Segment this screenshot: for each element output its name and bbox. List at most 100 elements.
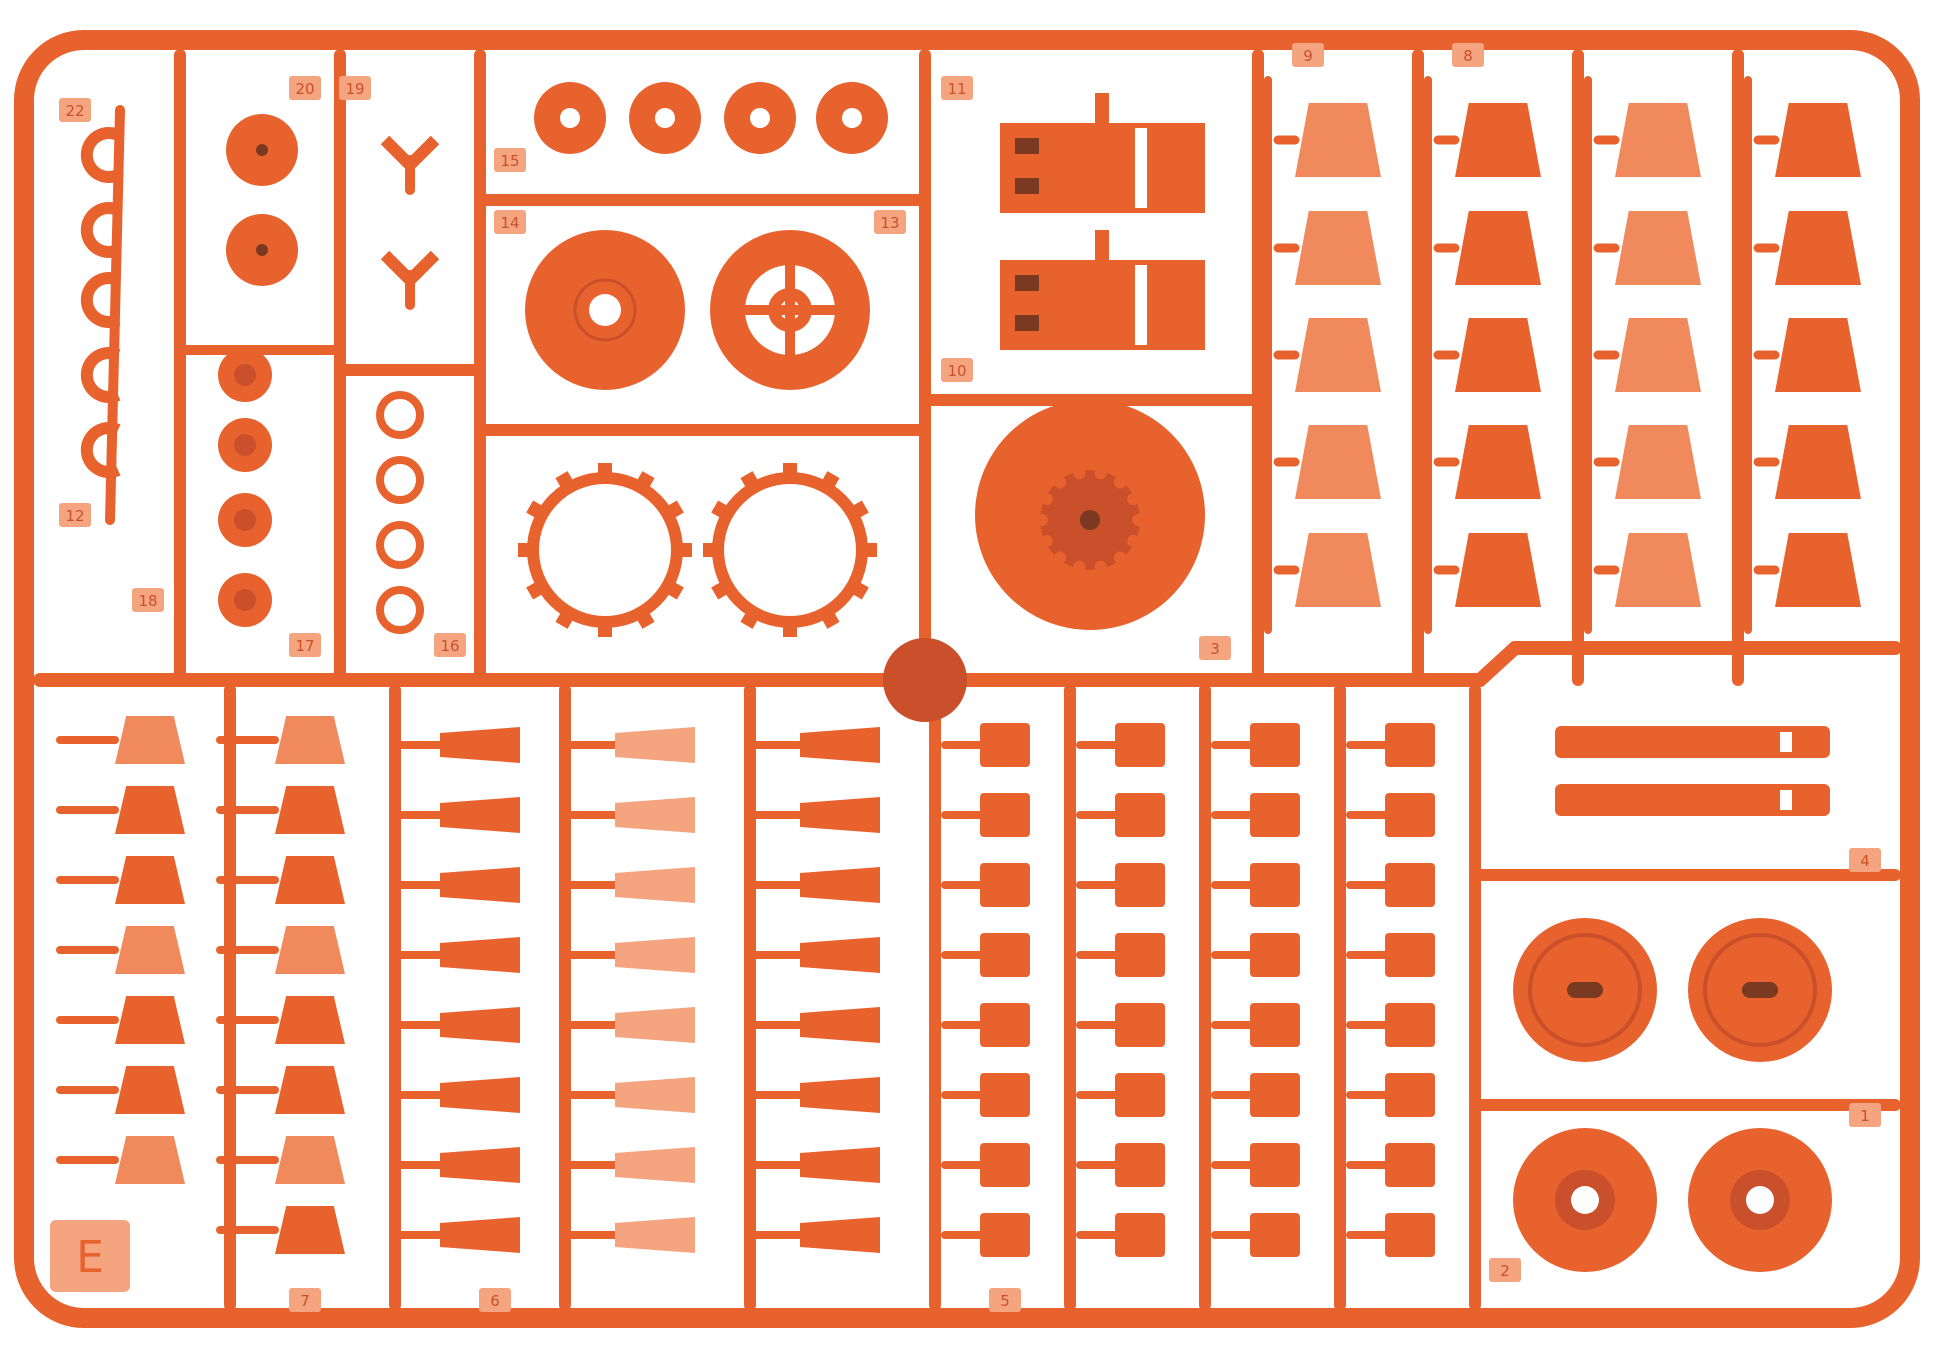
- part-number-plate: [1489, 1258, 1521, 1282]
- wedge-part: [440, 1217, 520, 1253]
- washer-hole: [256, 144, 268, 156]
- part-number-plate: [1292, 43, 1324, 67]
- gear-tooth: [635, 471, 655, 491]
- wheel-bore: [1746, 1186, 1774, 1214]
- wheel-axle-slot: [1742, 982, 1778, 998]
- tapered-block: [1455, 425, 1541, 499]
- bracket-slot: [1015, 178, 1039, 194]
- tapered-block: [1295, 318, 1381, 392]
- divider-step: [1473, 641, 1522, 687]
- gear-tooth: [1040, 534, 1053, 547]
- wedge-part: [440, 797, 520, 833]
- gear-tooth: [1113, 476, 1126, 489]
- square-chip: [1250, 1003, 1300, 1047]
- washer-hole: [256, 244, 268, 256]
- part-number-plate: [1849, 848, 1881, 872]
- part-number: 3: [1210, 640, 1220, 658]
- small-washer-hub: [234, 589, 256, 611]
- tapered-block: [1615, 425, 1701, 499]
- bracket-tab: [1095, 230, 1109, 265]
- tapered-block: [1295, 103, 1381, 177]
- c-clip: [80, 347, 121, 403]
- wedge-part: [800, 1147, 880, 1183]
- gear-tooth: [1036, 514, 1048, 526]
- part-number-plate: [289, 633, 321, 657]
- tapered-block: [1775, 533, 1861, 607]
- bushing-hole: [655, 108, 675, 128]
- o-ring: [376, 521, 424, 569]
- sprue-hub: [883, 638, 967, 722]
- part-number: 17: [295, 637, 314, 655]
- small-washer-hub: [234, 364, 256, 386]
- square-chip: [1115, 1073, 1165, 1117]
- wedge-part: [615, 1007, 695, 1043]
- square-chip: [1385, 793, 1435, 837]
- tapered-block: [275, 926, 345, 974]
- part-number-plate: [479, 1288, 511, 1312]
- square-chip: [980, 933, 1030, 977]
- outer-frame: [14, 30, 1920, 1328]
- part-number-plate: [289, 76, 321, 100]
- square-chip: [1250, 933, 1300, 977]
- gear-tooth: [1127, 493, 1140, 506]
- tapered-block: [1455, 103, 1541, 177]
- wedge-part: [615, 937, 695, 973]
- part-number: 8: [1463, 47, 1473, 65]
- lever-arm: [1555, 784, 1830, 816]
- tapered-block: [115, 856, 185, 904]
- emblem-text: E: [76, 1232, 104, 1283]
- part-number-plate: [941, 76, 973, 100]
- bracket-gap: [1135, 265, 1147, 345]
- gear-tooth: [783, 623, 797, 637]
- wedge-part: [800, 727, 880, 763]
- tapered-block: [115, 926, 185, 974]
- bracket-slot: [1015, 315, 1039, 331]
- part-number: 11: [947, 80, 966, 98]
- tapered-block: [275, 786, 345, 834]
- gear-tooth: [820, 609, 840, 629]
- part-number-plate: [1452, 43, 1484, 67]
- square-chip: [1250, 723, 1300, 767]
- part-number: 2: [1500, 1262, 1510, 1280]
- square-chip: [1385, 723, 1435, 767]
- gear-tooth: [849, 580, 869, 600]
- square-chip: [980, 863, 1030, 907]
- part-number-plate: [1849, 1103, 1881, 1127]
- square-chip: [980, 1143, 1030, 1187]
- part-number-plate: [59, 98, 91, 122]
- square-chip: [1250, 1073, 1300, 1117]
- part-number: 9: [1303, 47, 1313, 65]
- tapered-block: [1615, 533, 1701, 607]
- lever-slot: [1780, 732, 1792, 752]
- square-chip: [1250, 863, 1300, 907]
- tapered-block: [1455, 533, 1541, 607]
- c-clip: [80, 202, 121, 258]
- part-number: 6: [490, 1292, 500, 1310]
- part-number-plate: [941, 358, 973, 382]
- gear-tooth: [1054, 551, 1067, 564]
- gear-tooth: [740, 471, 760, 491]
- square-chip: [1385, 933, 1435, 977]
- square-chip: [1250, 1143, 1300, 1187]
- tapered-block: [1455, 318, 1541, 392]
- gear-tooth: [849, 500, 869, 520]
- pulley-rim: [573, 278, 637, 342]
- tapered-block: [1615, 211, 1701, 285]
- gear-tooth: [678, 543, 692, 557]
- gear-tooth: [664, 500, 684, 520]
- square-chip: [980, 1213, 1030, 1257]
- bracket-slot: [1015, 138, 1039, 154]
- wedge-part: [800, 937, 880, 973]
- part-number: 19: [345, 80, 364, 98]
- o-ring: [376, 391, 424, 439]
- bracket-block: [1000, 123, 1205, 213]
- bracket-gap: [1135, 128, 1147, 208]
- part-number: 16: [440, 637, 459, 655]
- tapered-block: [115, 1066, 185, 1114]
- part-number-plate: [989, 1288, 1021, 1312]
- wedge-part: [800, 1077, 880, 1113]
- gear-tooth: [526, 580, 546, 600]
- square-chip: [980, 1073, 1030, 1117]
- tapered-block: [1455, 211, 1541, 285]
